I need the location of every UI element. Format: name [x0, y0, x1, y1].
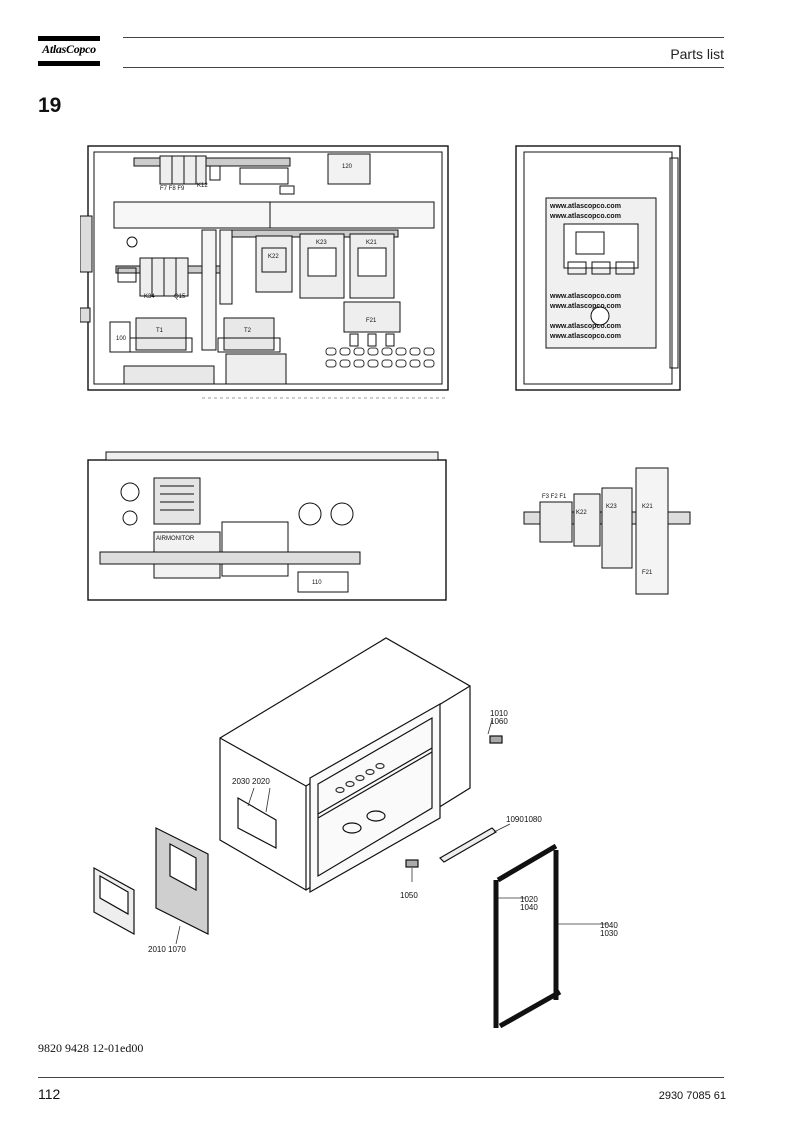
- callout-1050: 1050: [400, 891, 418, 900]
- door-website-5: www.atlascopco.com: [549, 323, 621, 330]
- label-t1: T1: [156, 328, 164, 334]
- drawing-code: 9820 9428 12-01ed00: [38, 1041, 144, 1055]
- door-website-6: www.atlascopco.com: [549, 333, 621, 340]
- callout-2010: 2010: [148, 945, 166, 954]
- logo-wordmark: AtlasCopco: [42, 42, 96, 56]
- rail-label-f123: F3 F2 F1: [542, 494, 567, 500]
- page-header-title: Parts list: [670, 46, 724, 62]
- label-k23: K23: [316, 240, 327, 246]
- panel-bottom-view: [87, 451, 447, 601]
- callout-2030: 2030: [232, 777, 250, 786]
- callout-1060: 1060: [490, 717, 508, 726]
- label-110: 110: [312, 580, 322, 586]
- logo-top-bar: [38, 36, 100, 41]
- callout-1020: 1020: [520, 895, 538, 904]
- door-website-3: www.atlascopco.com: [549, 293, 621, 300]
- rail-label-k21: K21: [642, 504, 653, 510]
- label-100: 100: [116, 336, 127, 342]
- callout-1040-a: 1040: [520, 903, 538, 912]
- rail-side-view: [523, 467, 691, 595]
- label-t2: T2: [244, 328, 252, 334]
- label-f21: F21: [366, 318, 377, 324]
- cabinet-exploded-view: [93, 637, 562, 1029]
- door-front-view: [515, 145, 681, 391]
- label-k21: K21: [366, 240, 377, 246]
- section-number: 19: [38, 94, 62, 117]
- door-website-4: www.atlascopco.com: [549, 303, 621, 310]
- header-rule-bottom: [123, 67, 724, 68]
- callout-1010: 1010: [490, 709, 508, 718]
- label-k22: K22: [268, 254, 279, 260]
- door-website-2: www.atlascopco.com: [549, 213, 621, 220]
- header-rule-top: [123, 37, 724, 38]
- footer-rule: [38, 1077, 724, 1078]
- callout-1090: 1090: [506, 815, 524, 824]
- logo-bottom-bar: [38, 61, 100, 66]
- label-k34: K34: [144, 294, 155, 300]
- door-website-1: www.atlascopco.com: [549, 203, 621, 210]
- label-airmonitor: AIRMONITOR: [156, 536, 195, 542]
- atlas-copco-logo: AtlasCopco: [38, 36, 100, 66]
- label-f789: F7 F8 F9: [160, 186, 185, 192]
- label-q15: Q15: [174, 294, 186, 300]
- rail-label-k23: K23: [606, 504, 617, 510]
- label-k12: K12: [197, 183, 208, 189]
- callout-2020: 2020: [252, 777, 270, 786]
- page-number: 112: [38, 1086, 61, 1102]
- rail-label-f21: F21: [642, 570, 653, 576]
- document-part-number: 2930 7085 61: [658, 1090, 726, 1102]
- callout-1040-b: 1040: [600, 921, 618, 930]
- callout-1070: 1070: [168, 945, 186, 954]
- panel-front-view: [80, 145, 449, 391]
- label-120: 120: [342, 164, 353, 170]
- callout-1030: 1030: [600, 929, 618, 938]
- parts-drawing: K12 F7 F8 F9 120 100 T1 T2 K22 K23 K21 F…: [80, 145, 691, 1029]
- callout-1080: 1080: [524, 815, 542, 824]
- rail-label-k22: K22: [576, 510, 587, 516]
